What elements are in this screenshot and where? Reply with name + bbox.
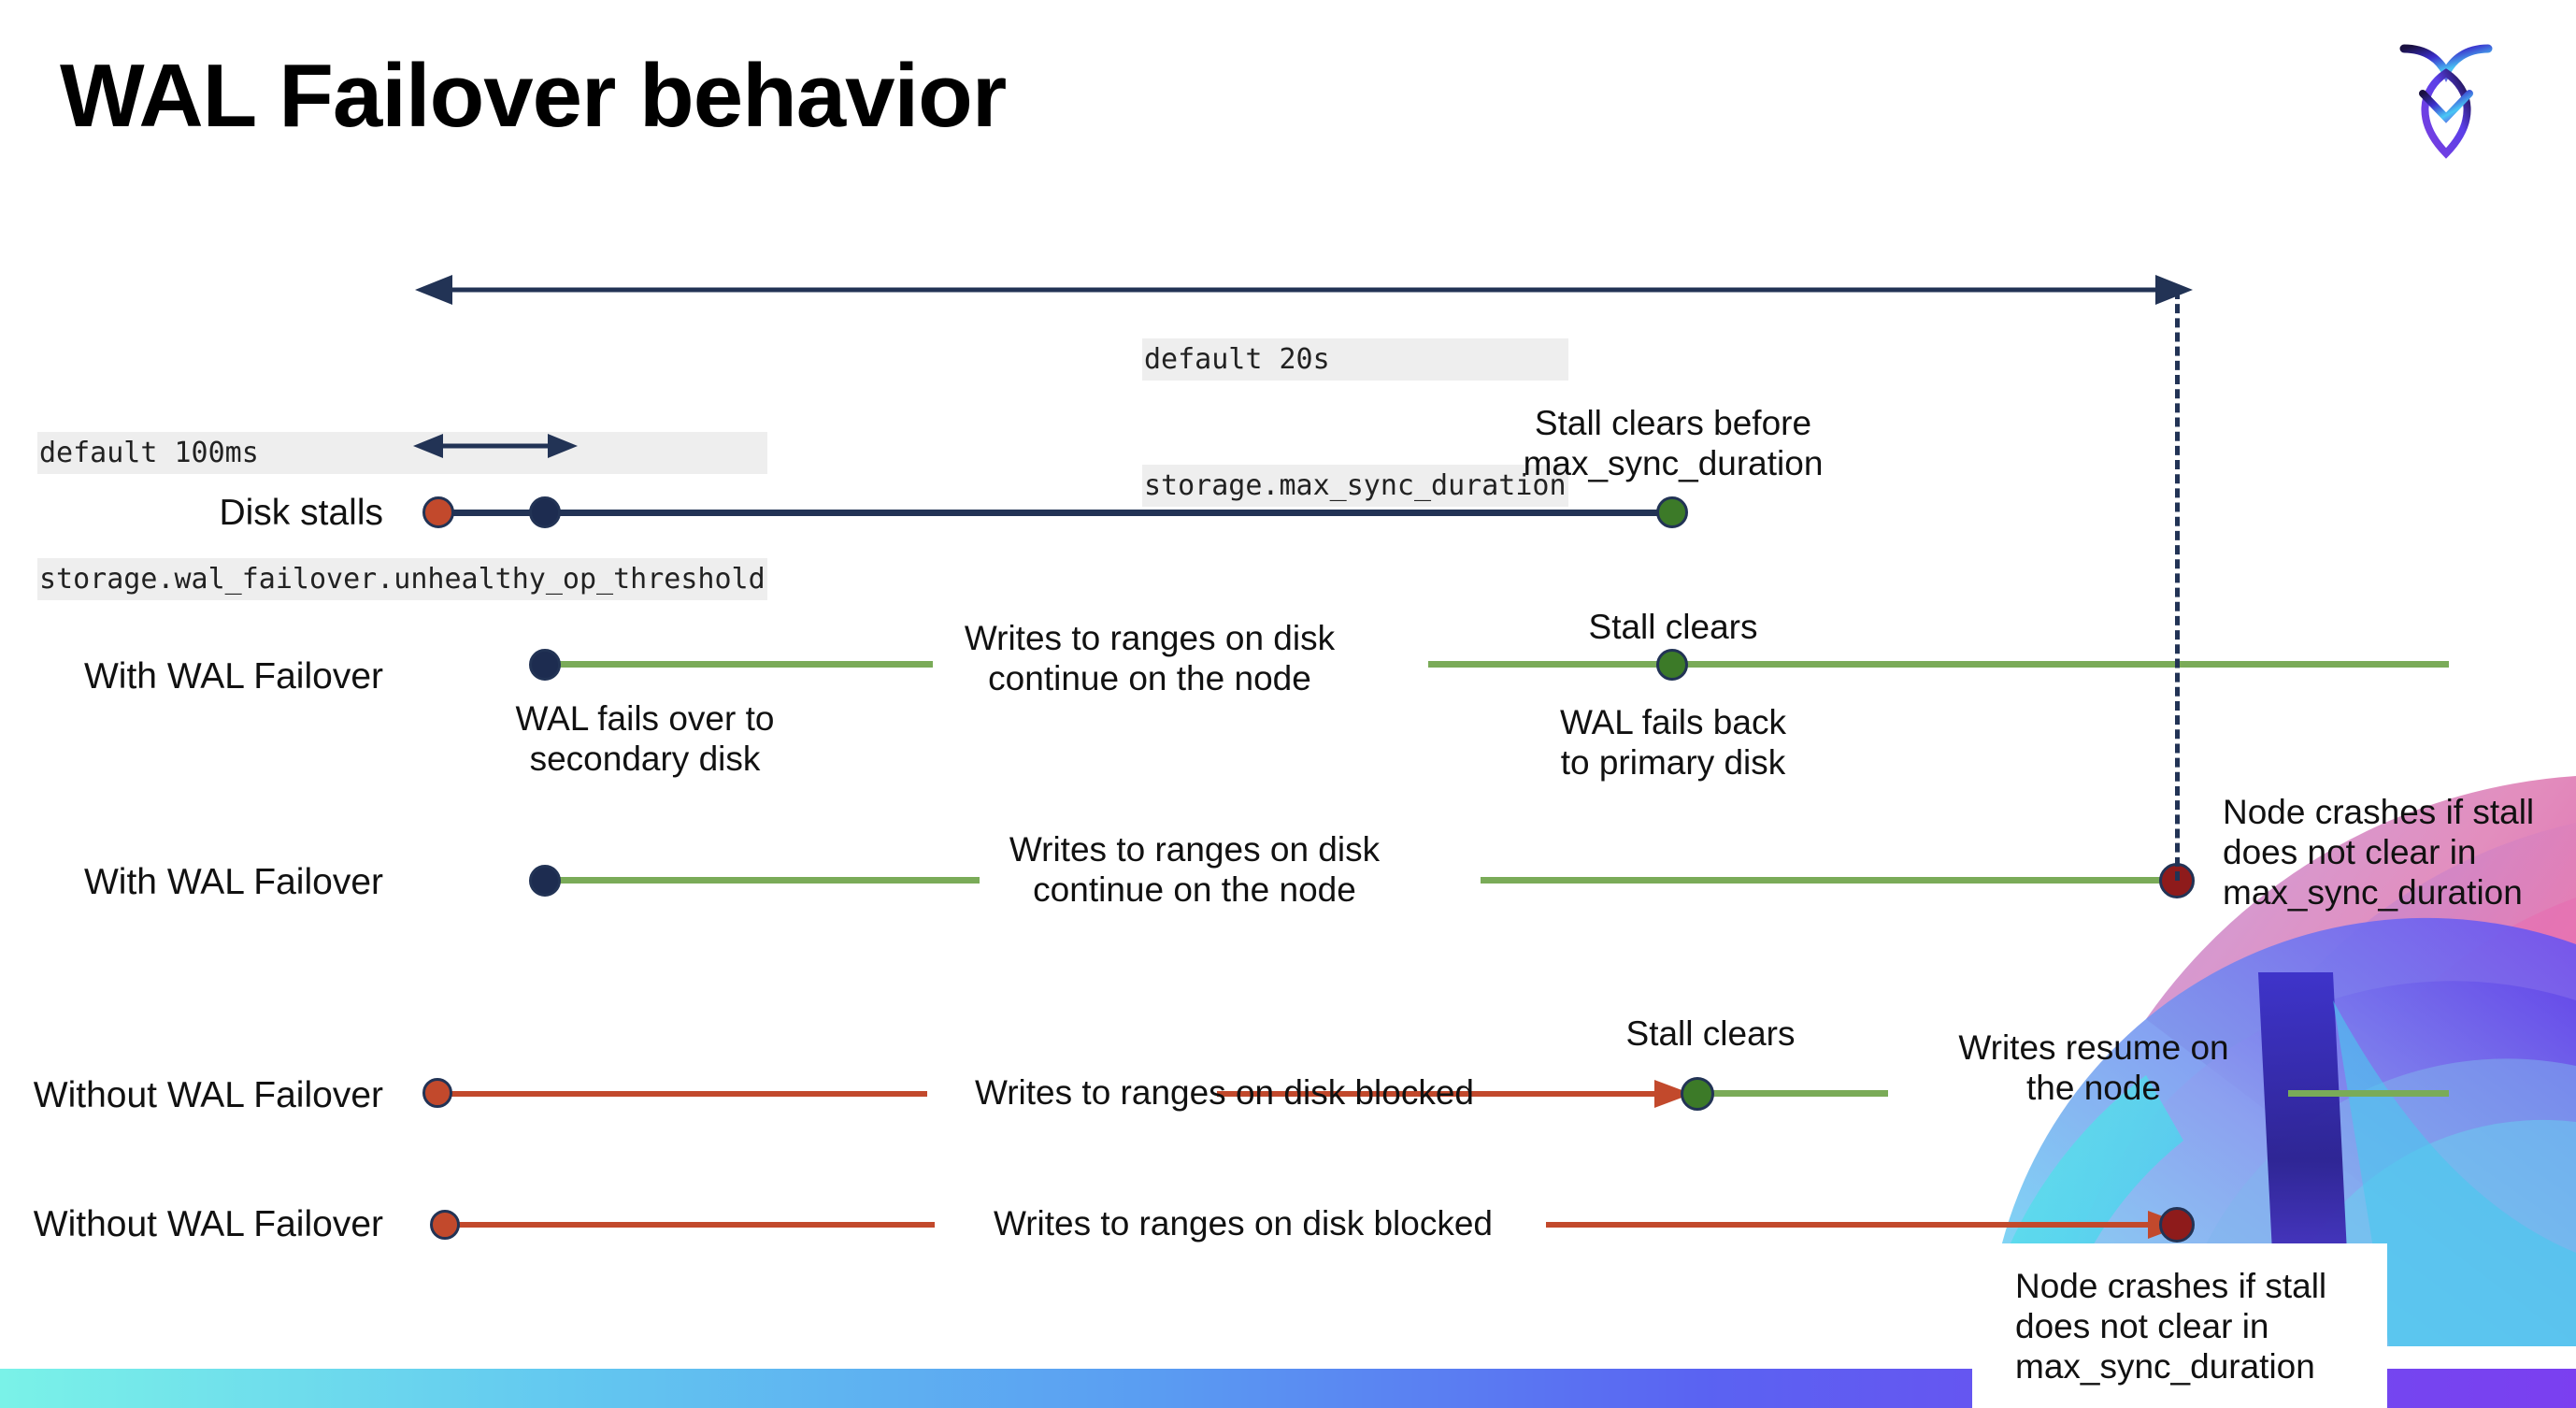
with-failover-1-clear-dot [1656, 649, 1688, 681]
with-failover-2-track-right [1481, 877, 2176, 884]
disk-stall-clear-dot [1656, 496, 1688, 528]
note-stall-clears-2: Stall clears [1625, 1014, 1796, 1053]
unhealthy-default-label: default 100ms [37, 432, 767, 474]
note-node-crashes-1: Node crashes if stall does not clear in … [2223, 793, 2535, 912]
without-failover-2-crash-dot [2159, 1207, 2195, 1243]
note-writes-continue-1: Writes to ranges on disk continue on the… [964, 619, 1336, 697]
row-label-with-wal-failover-2: With WAL Failover [84, 862, 383, 902]
with-failover-2-track-left [559, 877, 980, 884]
note-node-crashes-2: Node crashes if stall does not clear in … [2015, 1267, 2327, 1386]
with-failover-1-track-left [559, 661, 933, 668]
without-failover-2-start-dot [430, 1210, 460, 1240]
row-label-without-wal-failover-2: Without WAL Failover [33, 1204, 383, 1244]
without-failover-1-track-resumed [1710, 1090, 1888, 1097]
without-failover-1-track-resumed-far [2288, 1090, 2449, 1097]
page-title: WAL Failover behavior [60, 46, 1007, 146]
with-failover-1-track-right [1428, 661, 2449, 668]
with-failover-2-start-dot [529, 865, 561, 897]
note-writes-blocked-1: Writes to ranges on disk blocked [974, 1073, 1475, 1112]
disk-stall-start-dot [422, 496, 454, 528]
note-stall-clears-1: Stall clears [1588, 608, 1758, 646]
without-failover-1-start-dot [422, 1078, 452, 1108]
row-label-with-wal-failover-1: With WAL Failover [84, 656, 383, 697]
max-sync-duration-span-arrow [415, 275, 2193, 305]
max-sync-default-label: default 20s [1142, 338, 1568, 381]
max-sync-setting-name: storage.max_sync_duration [1142, 465, 1568, 507]
cockroachdb-logo-icon [2399, 44, 2493, 159]
note-wal-fails-back-to-primary: WAL fails back to primary disk [1560, 703, 1786, 782]
max-sync-duration-annotation: default 20s storage.max_sync_duration [1142, 254, 1568, 591]
unhealthy-threshold-annotation: default 100ms storage.wal_failover.unhea… [37, 348, 767, 684]
max-sync-dashed-connector [2175, 290, 2180, 881]
row-label-without-wal-failover-1: Without WAL Failover [33, 1075, 383, 1115]
note-wal-fails-over-to-secondary: WAL fails over to secondary disk [515, 699, 775, 778]
unhealthy-setting-name: storage.wal_failover.unhealthy_op_thresh… [37, 558, 767, 600]
note-writes-continue-2: Writes to ranges on disk continue on the… [1009, 830, 1381, 909]
with-failover-1-start-dot [529, 649, 561, 681]
unhealthy-threshold-span-arrow [413, 434, 578, 458]
row-label-disk-stalls: Disk stalls [219, 493, 383, 533]
note-writes-resume: Writes resume on the node [1958, 1028, 2229, 1107]
note-writes-blocked-2: Writes to ranges on disk blocked [993, 1204, 1494, 1243]
note-stall-clears-before-max-sync: Stall clears before max_sync_duration [1523, 404, 1824, 482]
without-failover-1-blocked-arrow [432, 1080, 1692, 1108]
without-failover-1-clear-dot [1681, 1077, 1714, 1111]
disk-stall-failover-dot [529, 496, 561, 528]
disk-stall-track [437, 510, 1671, 516]
